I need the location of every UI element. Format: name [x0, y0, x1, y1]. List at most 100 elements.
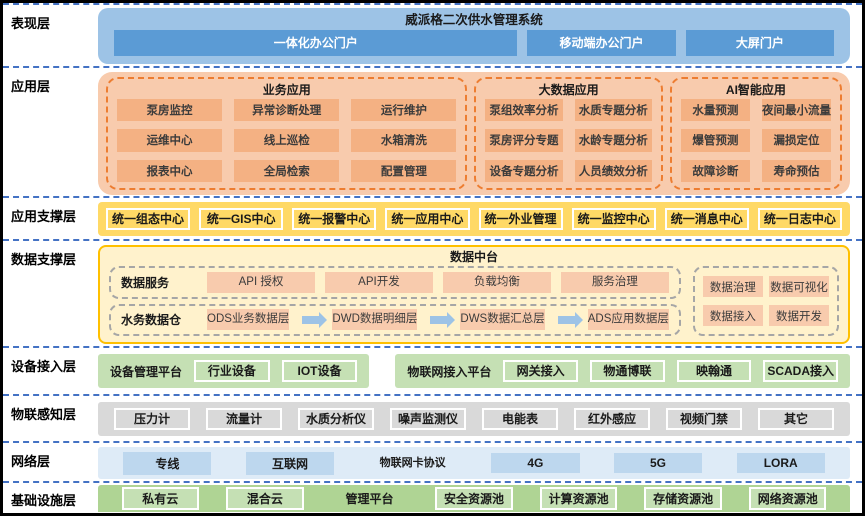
layer-label-data-support: 数据支撑层: [11, 252, 77, 267]
iot-access-platform-strip: 物联网接入平台 网关接入 物通博联 映翰通 SCADA接入: [395, 354, 850, 388]
app-item: 漏损定位: [761, 129, 831, 152]
device-item: 映翰通: [676, 360, 752, 382]
group-title: 大数据应用: [538, 83, 599, 97]
data-tool-item: 数据可视化: [768, 276, 829, 297]
portal-integrated-office: 一体化办公门户: [114, 30, 518, 56]
iot-access-platform-title: 物联网接入平台: [407, 364, 492, 379]
app-item: 故障诊断: [680, 159, 750, 182]
perception-strip: 压力计流量计水质分析仪噪声监测仪电能表红外感应视频门禁其它: [98, 402, 850, 436]
portal-big-screen: 大屏门户: [685, 30, 835, 56]
group-bigdata-apps: 大数据应用 泵组效率分析水质专题分析泵房评分专题水龄专题分析设备专题分析人员绩效…: [474, 77, 663, 190]
app-item: 报表中心: [117, 159, 223, 182]
app-item: 水箱清洗: [351, 129, 457, 152]
layer-data-support: 数据支撑层 数据中台 数据服务 API 授权 API开发 负载均衡 服务治理 水…: [3, 239, 862, 346]
app-item: 寿命预估: [761, 159, 831, 182]
bigdata-app-grid: 泵组效率分析水质专题分析泵房评分专题水龄专题分析设备专题分析人员绩效分析: [485, 99, 652, 182]
data-platform-left: 数据服务 API 授权 API开发 负载均衡 服务治理 水务数据仓 ODS业务数…: [109, 266, 681, 336]
warehouse-stage: ADS应用数据层: [587, 309, 669, 331]
application-container: 业务应用 泵房监控异常诊断处理运行维护运维中心线上巡检水箱清洗报表中心全局检索配…: [98, 72, 850, 195]
data-tool-item: 数据开发: [768, 305, 829, 326]
layer-network: 网络层 专线 互联网 物联网卡协议 4G 5G LORA: [3, 441, 862, 481]
sensor-item: 流量计: [206, 408, 282, 430]
app-item: 运维中心: [117, 129, 223, 152]
system-title: 威派格二次供水管理系统: [405, 13, 543, 27]
support-center-item: 统一日志中心: [757, 208, 842, 230]
data-platform-body: 数据服务 API 授权 API开发 负载均衡 服务治理 水务数据仓 ODS业务数…: [109, 266, 839, 336]
device-item: SCADA接入: [763, 360, 838, 382]
app-item: 水质专题分析: [574, 99, 652, 122]
presentation-container: 威派格二次供水管理系统 一体化办公门户 移动端办公门户 大屏门户: [98, 8, 850, 64]
data-service-label: 数据服务: [121, 275, 170, 290]
app-item: 泵房监控: [117, 99, 223, 122]
app-item: 配置管理: [351, 159, 457, 182]
app-item: 泵房评分专题: [485, 129, 563, 152]
data-platform-title: 数据中台: [449, 250, 498, 264]
data-service-item: 负载均衡: [442, 271, 551, 293]
network-item-iot-card: 物联网卡协议: [379, 456, 446, 469]
infra-item: 私有云: [121, 487, 199, 510]
infrastructure-strip: 私有云 混合云 管理平台 安全资源池 计算资源池 存储资源池 网络资源池: [98, 485, 850, 512]
infra-item: 混合云: [226, 487, 304, 510]
layer-presentation: 表现层 威派格二次供水管理系统 一体化办公门户 移动端办公门户 大屏门户: [3, 3, 862, 66]
data-platform-container: 数据中台 数据服务 API 授权 API开发 负载均衡 服务治理 水务数据仓 O…: [98, 245, 850, 344]
sensor-item: 其它: [758, 408, 834, 430]
network-strip: 专线 互联网 物联网卡协议 4G 5G LORA: [98, 447, 850, 479]
warehouse-stage: DWS数据汇总层: [460, 309, 545, 331]
device-item: 行业设备: [194, 360, 270, 382]
infra-item-mgmt-platform: 管理平台: [345, 492, 394, 506]
flow-arrow-icon: [557, 311, 583, 328]
layer-application: 应用层 业务应用 泵房监控异常诊断处理运行维护运维中心线上巡检水箱清洗报表中心全…: [3, 66, 862, 196]
layer-device-access: 设备接入层 设备管理平台 行业设备 IOT设备 物联网接入平台 网关接入 物通博…: [3, 346, 862, 394]
network-item: 4G: [491, 453, 580, 473]
support-center-item: 统一组态中心: [106, 208, 191, 230]
support-center-item: 统一消息中心: [664, 208, 749, 230]
data-warehouse-group: 水务数据仓 ODS业务数据层 DWD数据明细层 DWS数据汇总层 ADS应用数据…: [109, 303, 681, 336]
data-service-group: 数据服务 API 授权 API开发 负载均衡 服务治理: [109, 266, 681, 299]
network-item: 5G: [613, 453, 703, 473]
sensor-item: 压力计: [114, 408, 190, 430]
app-item: 泵组效率分析: [485, 99, 563, 122]
device-access-body: 设备管理平台 行业设备 IOT设备 物联网接入平台 网关接入 物通博联 映翰通 …: [98, 354, 850, 388]
sensor-item: 红外感应: [574, 408, 650, 430]
layer-label-infrastructure: 基础设施层: [11, 493, 77, 508]
app-item: 异常诊断处理: [234, 99, 340, 122]
data-warehouse-label: 水务数据仓: [121, 313, 182, 328]
data-tool-item: 数据接入: [702, 305, 763, 326]
app-item: 运行维护: [351, 99, 457, 122]
data-tool-item: 数据治理: [702, 276, 763, 297]
portal-mobile-office: 移动端办公门户: [527, 30, 676, 56]
support-center-item: 统一外业管理: [478, 208, 563, 230]
flow-arrow-icon: [302, 311, 328, 328]
network-item: 专线: [123, 451, 212, 475]
infra-item: 网络资源池: [749, 487, 827, 510]
infra-item: 安全资源池: [435, 487, 513, 510]
infra-item: 存储资源池: [644, 487, 722, 510]
app-item: 水量预测: [680, 99, 750, 122]
business-app-grid: 泵房监控异常诊断处理运行维护运维中心线上巡检水箱清洗报表中心全局检索配置管理: [117, 99, 457, 182]
group-title: 业务应用: [262, 83, 311, 97]
sensor-item: 视频门禁: [666, 408, 742, 430]
support-center-item: 统一监控中心: [571, 208, 656, 230]
app-item: 夜间最小流量: [761, 99, 831, 122]
layer-label-network: 网络层: [11, 454, 51, 469]
app-item: 水龄专题分析: [574, 129, 652, 152]
data-tools-group: 数据治理数据可视化数据接入数据开发: [692, 266, 839, 336]
data-service-item: 服务治理: [560, 271, 669, 293]
sensor-item: 电能表: [482, 408, 558, 430]
layer-label-presentation: 表现层: [11, 16, 51, 31]
warehouse-stage: DWD数据明细层: [332, 309, 418, 331]
app-item: 全局检索: [234, 159, 340, 182]
sensor-item: 水质分析仪: [298, 408, 374, 430]
portal-buttons: 一体化办公门户 移动端办公门户 大屏门户: [114, 30, 835, 56]
device-mgmt-platform-strip: 设备管理平台 行业设备 IOT设备: [98, 354, 370, 388]
device-item: 物通博联: [590, 360, 665, 382]
layer-label-app-support: 应用支撑层: [11, 209, 77, 224]
data-service-item: API 授权: [207, 271, 315, 293]
ai-app-grid: 水量预测夜间最小流量爆管预测漏损定位故障诊断寿命预估: [680, 99, 831, 182]
warehouse-stage: ODS业务数据层: [207, 309, 290, 331]
sensor-item: 噪声监测仪: [390, 408, 466, 430]
device-item: 网关接入: [503, 360, 579, 382]
group-ai-apps: AI智能应用 水量预测夜间最小流量爆管预测漏损定位故障诊断寿命预估: [669, 77, 842, 190]
layer-infrastructure: 基础设施层 私有云 混合云 管理平台 安全资源池 计算资源池 存储资源池 网络资…: [3, 481, 862, 513]
